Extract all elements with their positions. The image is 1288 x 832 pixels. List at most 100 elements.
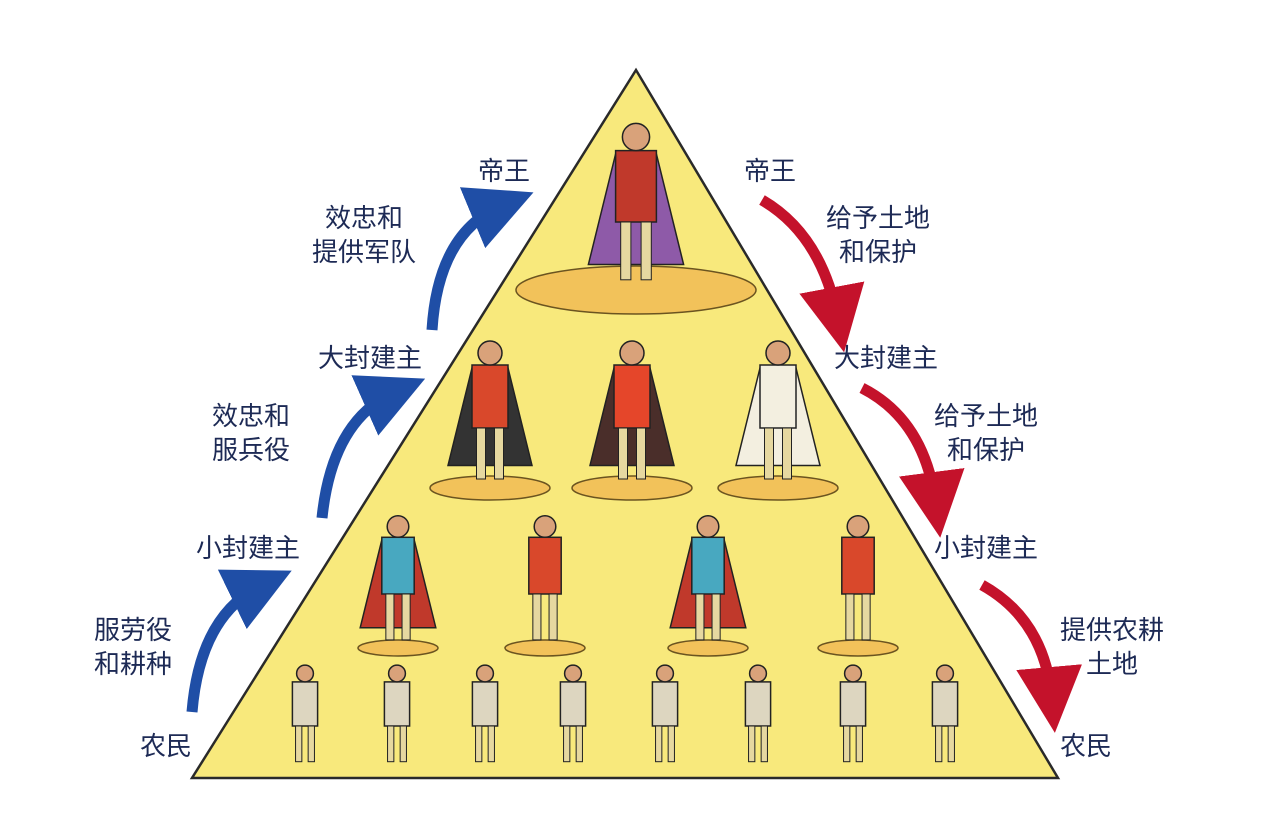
head xyxy=(765,340,791,366)
leg xyxy=(947,725,955,763)
right-emperor-label: 帝王 xyxy=(744,157,797,187)
figure-peasant xyxy=(291,664,319,763)
head xyxy=(533,514,557,539)
head xyxy=(387,664,407,683)
figure-peasant xyxy=(651,664,679,763)
leg xyxy=(563,725,571,763)
right-grant3-label: 提供农耕土地 xyxy=(1060,614,1164,682)
figure-great-lord xyxy=(429,340,551,501)
right-grant2-line2: 和保护 xyxy=(947,436,1026,466)
left-duty2-line1: 效忠和 xyxy=(212,402,291,432)
left-duty3-label: 服劳役和耕种 xyxy=(94,614,172,682)
figure-peasant xyxy=(559,664,587,763)
leg xyxy=(399,725,407,763)
body xyxy=(759,364,797,429)
right-great-lord-label: 大封建主 xyxy=(834,344,939,374)
head xyxy=(843,664,863,683)
leg xyxy=(476,427,486,480)
left-emperor-label: 帝王 xyxy=(478,157,531,187)
head xyxy=(696,514,720,539)
head xyxy=(621,122,651,152)
leg xyxy=(935,725,943,763)
body xyxy=(931,681,959,727)
leg xyxy=(640,221,652,281)
leg xyxy=(843,725,851,763)
body xyxy=(841,536,875,595)
down-arrow-great-to-lesser-lord xyxy=(859,383,965,538)
body xyxy=(614,149,658,223)
figure-great-lord xyxy=(571,340,693,501)
leg xyxy=(782,427,792,480)
leg xyxy=(861,593,871,641)
pedestal xyxy=(515,265,757,315)
right-lesser-lord-label: 小封建主 xyxy=(934,534,1039,564)
head xyxy=(477,340,503,366)
leg xyxy=(487,725,495,763)
body xyxy=(839,681,867,727)
leg xyxy=(295,725,303,763)
leg xyxy=(575,725,583,763)
right-grant1-line2: 和保护 xyxy=(839,238,918,268)
head xyxy=(935,664,955,683)
down-arrow-emperor-to-great-lord xyxy=(759,195,865,353)
figure-lesser-lord xyxy=(817,514,899,657)
figure-peasant xyxy=(839,664,867,763)
left-peasant-label: 农民 xyxy=(140,732,193,762)
left-duty3-line2: 和耕种 xyxy=(94,650,173,680)
up-arrow-lesser-to-great-lord xyxy=(316,375,426,519)
leg xyxy=(618,427,628,480)
right-grant1-label: 给予土地和保护 xyxy=(826,202,930,270)
pedestal xyxy=(717,475,839,501)
head xyxy=(619,340,645,366)
head xyxy=(655,664,675,683)
figure-lesser-lord xyxy=(357,514,439,657)
leg xyxy=(475,725,483,763)
figure-peasant xyxy=(471,664,499,763)
leg xyxy=(748,725,756,763)
head xyxy=(295,664,315,683)
right-grant1-line1: 给予土地 xyxy=(826,204,931,234)
pedestal xyxy=(429,475,551,501)
right-grant2-line1: 给予土地 xyxy=(934,402,1039,432)
pedestal xyxy=(817,639,899,657)
down-arrow-lesser-lord-to-peasant xyxy=(979,580,1082,733)
right-grant2-label: 给予土地和保护 xyxy=(934,400,1038,468)
body xyxy=(559,681,587,727)
figure-peasant xyxy=(931,664,959,763)
figure-peasant xyxy=(744,664,772,763)
leg xyxy=(695,593,705,641)
left-duty2-label: 效忠和服兵役 xyxy=(212,400,290,468)
figure-emperor xyxy=(515,122,757,315)
pedestal xyxy=(667,639,749,657)
right-grant3-line1: 提供农耕 xyxy=(1060,616,1165,646)
leg xyxy=(401,593,411,641)
leg xyxy=(636,427,646,480)
leg xyxy=(307,725,315,763)
up-arrow-peasant-to-lesser-lord xyxy=(186,569,292,713)
pedestal xyxy=(357,639,439,657)
body xyxy=(471,681,499,727)
head xyxy=(475,664,495,683)
left-great-lord-label: 大封建主 xyxy=(318,344,423,374)
leg xyxy=(764,427,774,480)
figure-peasant xyxy=(383,664,411,763)
body xyxy=(651,681,679,727)
head xyxy=(563,664,583,683)
pedestal xyxy=(504,639,586,657)
head xyxy=(748,664,768,683)
leg xyxy=(667,725,675,763)
leg xyxy=(855,725,863,763)
left-duty3-line1: 服劳役 xyxy=(94,616,173,646)
figure-lesser-lord xyxy=(504,514,586,657)
right-peasant-label: 农民 xyxy=(1060,732,1113,762)
leg xyxy=(760,725,768,763)
body xyxy=(528,536,562,595)
left-lesser-lord-label: 小封建主 xyxy=(196,534,301,564)
body xyxy=(291,681,319,727)
body xyxy=(471,364,509,429)
leg xyxy=(548,593,558,641)
left-duty2-line2: 服兵役 xyxy=(212,436,291,466)
leg xyxy=(711,593,721,641)
leg xyxy=(494,427,504,480)
